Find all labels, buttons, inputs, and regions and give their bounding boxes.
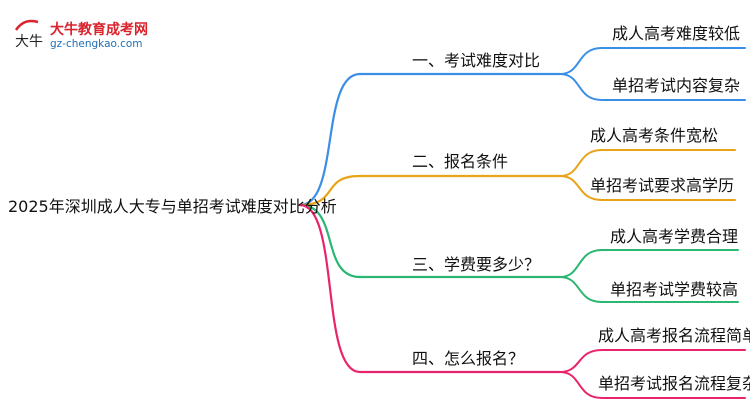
logo-mark-icon: 大牛 <box>14 19 43 50</box>
branch-connector-3 <box>298 203 362 279</box>
logo-mark-text: 大牛 <box>15 34 43 50</box>
leaf-node-1-2: 单招考试内容复杂 <box>612 76 741 95</box>
branch-connector-2 <box>298 174 362 207</box>
leaf-node-1-1: 成人高考难度较低 <box>612 24 741 43</box>
site-logo: 大牛 大牛教育成考网 gz-chengkao.com <box>12 16 162 56</box>
leaf-node-3-2: 单招考试学费较高 <box>610 280 739 299</box>
branch-node-4: 四、怎么报名？ <box>412 349 525 368</box>
leaf-connector-3-2 <box>559 276 739 303</box>
branch-connector-1 <box>298 72 362 207</box>
leaf-node-3-1: 成人高考学费合理 <box>610 227 739 246</box>
leaf-connector-4-1 <box>559 349 746 373</box>
leaf-connector-2-1 <box>559 149 736 177</box>
branch-connector-4 <box>298 203 362 374</box>
root-node: 2025年深圳成人大专与单招考试难度对比分析 <box>8 197 337 216</box>
leaf-connector-1-1 <box>559 47 746 75</box>
logo-title: 大牛教育成考网 <box>50 22 148 38</box>
leaf-connector-1-2 <box>559 73 746 101</box>
leaf-node-4-1: 成人高考报名流程简单 <box>598 326 750 345</box>
leaf-connector-3-1 <box>559 249 739 278</box>
leaf-connector-2-2 <box>559 175 736 201</box>
leaf-node-2-1: 成人高考条件宽松 <box>590 126 719 145</box>
branch-node-1: 一、考试难度对比 <box>412 51 541 70</box>
logo-url: gz-chengkao.com <box>50 38 143 50</box>
leaf-node-2-2: 单招考试要求高学历 <box>590 176 735 195</box>
branch-node-3: 三、学费要多少？ <box>412 255 541 274</box>
leaf-node-4-2: 单招考试报名流程复杂 <box>598 374 750 393</box>
leaf-connector-4-2 <box>559 371 746 399</box>
branch-node-2: 二、报名条件 <box>412 152 509 171</box>
